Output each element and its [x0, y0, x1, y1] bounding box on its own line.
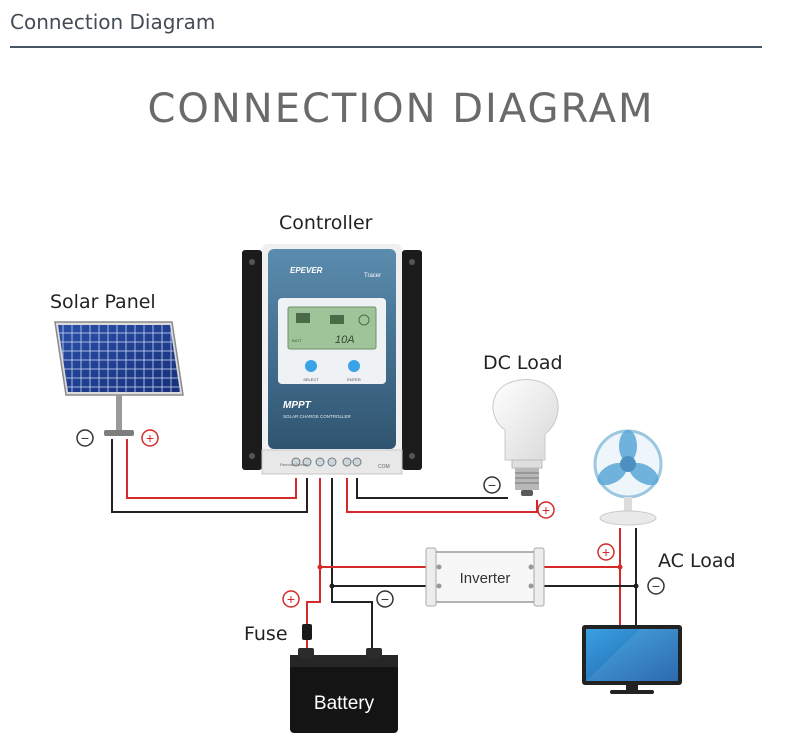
solar-positive-icon: + [141, 429, 159, 447]
battery-positive-wire [306, 478, 321, 624]
inverter-device: Inverter [425, 547, 545, 607]
controller-model: Tracer [364, 273, 381, 279]
controller-device: Remote Sensor COM EPEVER Tracer BATT 10A… [242, 244, 422, 475]
solar-negative-wire [111, 439, 308, 513]
controller-mppt: MPPT [283, 400, 312, 411]
solar-panel-icon [54, 321, 184, 436]
junction-ac-neg [633, 583, 639, 589]
svg-text:−: − [652, 578, 660, 594]
svg-text:+: + [542, 502, 550, 518]
dc-load-negative-wire [356, 478, 508, 499]
diagram-title: CONNECTION DIAGRAM [147, 86, 655, 132]
battery-positive-icon: + [282, 590, 300, 608]
ac-positive-icon: + [597, 543, 615, 561]
solar-negative-icon: − [76, 429, 94, 447]
label-solar-panel: Solar Panel [50, 291, 156, 313]
lcd-panel-icon [296, 313, 310, 323]
header-title: Connection Diagram [10, 10, 216, 34]
battery-device: Battery [290, 648, 398, 733]
wire-junctions [317, 564, 639, 589]
terminal-label-left: Remote Sensor [280, 462, 308, 467]
label-controller: Controller [279, 212, 373, 234]
junction-pos [317, 564, 323, 570]
bulb-icon [492, 379, 559, 496]
svg-text:−: − [381, 591, 389, 607]
wires [111, 439, 637, 657]
controller-subtitle: SOLAR CHARGE CONTROLLER [283, 414, 352, 419]
dc-positive-icon: + [537, 501, 555, 519]
ac-negative-icon: − [647, 577, 665, 595]
label-fuse: Fuse [244, 623, 288, 645]
label-dc-load: DC Load [483, 352, 563, 374]
junction-ac-pos [617, 564, 623, 570]
fan-icon [593, 429, 663, 526]
enter-label: ENTER [347, 377, 361, 382]
svg-text:−: − [81, 430, 89, 446]
lcd-small-text: BATT [292, 338, 302, 343]
lcd-value: 10A [335, 334, 355, 346]
battery-label: Battery [314, 693, 375, 714]
svg-text:+: + [287, 591, 295, 607]
monitor-icon [582, 625, 682, 694]
controller-brand: EPEVER [290, 266, 323, 275]
select-label: SELECT [303, 377, 319, 382]
dc-load-positive-wire [346, 478, 538, 513]
battery-negative-icon: − [376, 590, 394, 608]
terminal-label-right: COM [378, 464, 390, 470]
inverter-label: Inverter [460, 570, 511, 587]
junction-neg [329, 583, 335, 589]
solar-positive-wire [126, 439, 297, 499]
page-header: Connection Diagram [10, 8, 762, 48]
lcd-battery-icon [330, 315, 344, 324]
label-ac-load: AC Load [658, 550, 736, 572]
dc-negative-icon: − [483, 476, 501, 494]
svg-text:+: + [602, 544, 610, 560]
battery-negative-wire [331, 478, 373, 657]
svg-text:−: − [488, 477, 496, 493]
lcd-bulb-icon [358, 314, 370, 326]
enter-button-icon [348, 360, 360, 372]
svg-text:+: + [146, 430, 154, 446]
fuse-icon [302, 624, 312, 640]
select-button-icon [305, 360, 317, 372]
